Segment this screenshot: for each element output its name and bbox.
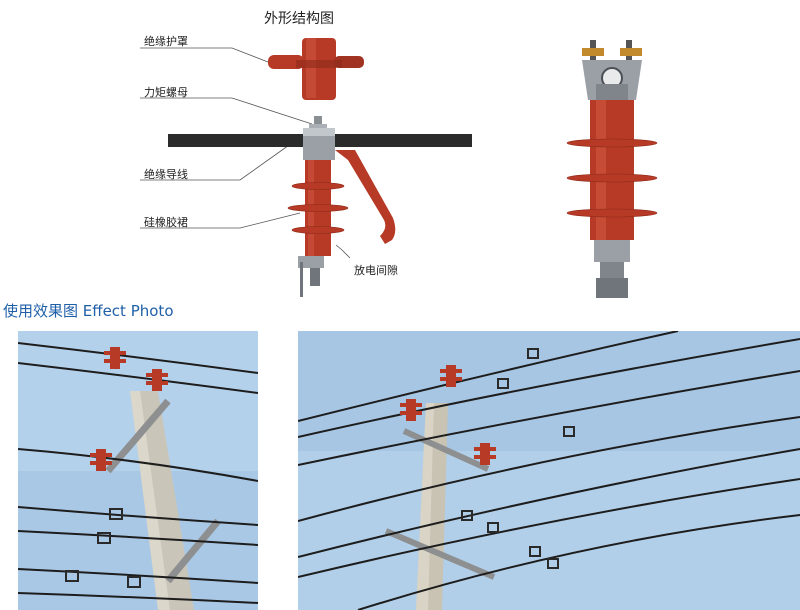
structure-drawing xyxy=(140,38,658,298)
torque-nut xyxy=(309,116,327,130)
structure-diagram: 外形结构图 绝缘护罩 力矩螺母 绝缘导线 硅橡胶裙 放电间隙 xyxy=(0,0,800,300)
product-photo xyxy=(566,40,658,298)
effect-photo-right xyxy=(298,331,800,610)
diagram-title: 外形结构图 xyxy=(264,11,334,27)
label-discharge-gap: 放电间隙 xyxy=(354,264,398,277)
label-insulating-cover: 绝缘护罩 xyxy=(144,35,188,48)
discharge-arm xyxy=(335,150,396,244)
effect-photo-left xyxy=(18,331,258,610)
label-insulated-conductor: 绝缘导线 xyxy=(144,168,188,181)
label-silicone-sheds: 硅橡胶裙 xyxy=(144,216,188,229)
section-title: 使用效果图 Effect Photo xyxy=(3,302,174,320)
insulating-cover xyxy=(268,38,364,100)
label-torque-nut: 力矩螺母 xyxy=(144,86,188,99)
insulator-body xyxy=(287,160,349,297)
leader-lines xyxy=(140,47,351,259)
